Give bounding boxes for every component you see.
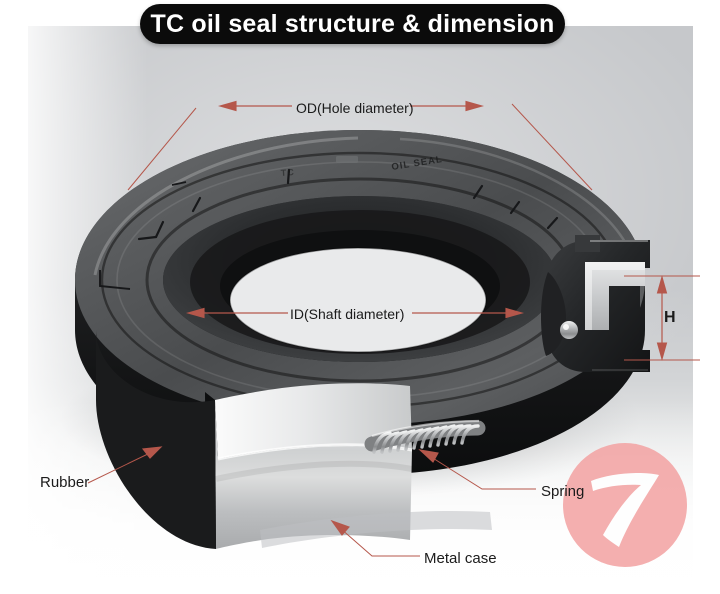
label-rubber: Rubber (40, 474, 90, 491)
xsec-spring-highlight (563, 324, 569, 330)
label-id: ID(Shaft diameter) (290, 306, 405, 322)
spring-top-highlight (371, 419, 480, 438)
rubber-cut-face (96, 330, 216, 549)
seal-rim-highlight-left (93, 136, 359, 276)
metal-case-front-face (215, 400, 412, 549)
spring-coils (372, 424, 480, 454)
seal-ring-body: OIL SEAL TC (75, 130, 650, 549)
watermark-logo (563, 443, 687, 567)
id-arrow-left-head (185, 307, 205, 319)
rubber-leader-line (87, 451, 153, 484)
seal-emboss-mark-2: TC (280, 167, 295, 178)
h-arrow-top-head (656, 274, 668, 294)
watermark-seven-icon (591, 473, 659, 547)
title-banner: TC oil seal structure & dimension (140, 4, 565, 44)
xsec-metal-highlight (585, 262, 645, 330)
seal-emboss-plate (336, 156, 358, 163)
floor-reflection (260, 510, 492, 548)
metal-case-band-shade (215, 460, 413, 482)
id-arrow-right-head (505, 307, 525, 319)
spring-leader-head (418, 449, 439, 463)
xsec-top-tab (575, 235, 600, 252)
annotation-leaders (87, 100, 700, 557)
label-spring: Spring (541, 483, 585, 500)
label-h: H (664, 309, 676, 326)
seal-cross-section (541, 235, 650, 372)
od-ext-right (511, 103, 593, 191)
xsec-garter-spring (560, 321, 578, 339)
od-arrow-right-head (465, 100, 485, 112)
h-arrow-bottom-head (656, 342, 668, 362)
od-arrow-left-head (217, 100, 237, 112)
page-title: TC oil seal structure & dimension (150, 9, 555, 38)
label-metal-case: Metal case (424, 550, 497, 567)
label-od: OD(Hole diameter) (296, 100, 414, 116)
seal-emboss-ticks (137, 168, 559, 241)
spring-leader-line (427, 454, 536, 490)
metal-leader-line (339, 527, 420, 557)
xsec-metal-insert (585, 262, 645, 330)
seal-bore-edge (229, 247, 487, 353)
od-ext-left (127, 107, 197, 191)
metal-case-top-face (215, 383, 412, 459)
rubber-leader-head (141, 446, 163, 459)
seal-bore-opening (230, 248, 486, 352)
garter-spring-coil (364, 419, 486, 454)
seal-emboss-bracket (99, 181, 187, 290)
xsec-sealing-lip (541, 272, 566, 356)
metal-leader-head (330, 519, 350, 536)
